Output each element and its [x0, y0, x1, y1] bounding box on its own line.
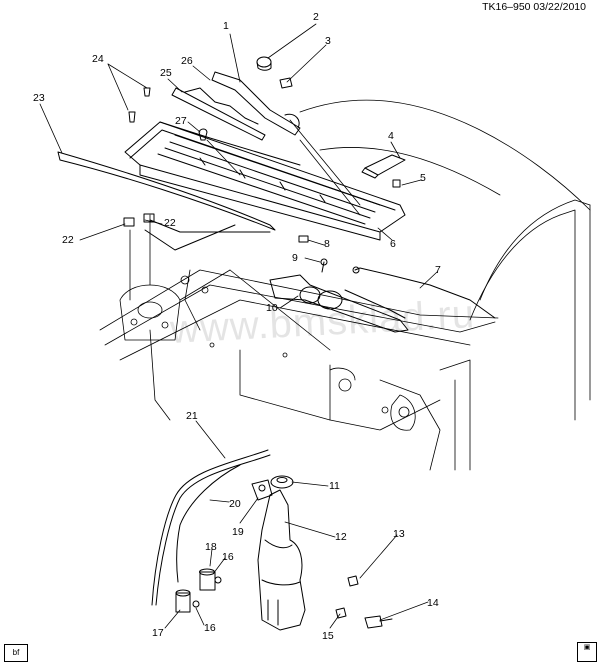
callout-17: 17	[152, 627, 164, 639]
callout-23: 23	[33, 92, 45, 104]
nut-cap-2	[256, 56, 272, 71]
callout-16-upper: 16	[222, 551, 234, 563]
callout-12: 12	[335, 531, 347, 543]
wiper-blade-25	[171, 87, 266, 141]
callout-2: 2	[313, 11, 319, 23]
callout-5: 5	[420, 172, 426, 184]
callout-11: 11	[329, 480, 340, 492]
callout-3: 3	[325, 35, 331, 47]
callout-8: 8	[324, 238, 330, 250]
washer-reservoir-12	[257, 489, 306, 631]
clip-5	[392, 179, 401, 188]
callout-6: 6	[390, 238, 396, 250]
callout-9: 9	[292, 252, 298, 264]
washer-motors	[175, 568, 222, 613]
weatherstrip-23	[57, 151, 276, 231]
callout-13: 13	[393, 528, 405, 540]
wiper-motor-linkage-10	[269, 266, 496, 333]
bracket-4	[361, 154, 406, 179]
callout-14: 14	[427, 597, 439, 609]
vehicle-body-outline	[99, 99, 591, 471]
callout-7: 7	[435, 264, 441, 276]
callout-27: 27	[175, 115, 187, 127]
callout-26: 26	[181, 55, 193, 67]
callout-1: 1	[223, 20, 229, 32]
callout-21: 21	[186, 410, 198, 422]
callout-20: 20	[229, 498, 241, 510]
corner-code-box: bf	[4, 644, 28, 662]
wiper-arm-1	[211, 71, 301, 136]
diagram-reference-code: TK16–950 03/22/2010	[482, 1, 586, 13]
callout-19: 19	[232, 526, 244, 538]
callout-25: 25	[160, 67, 172, 79]
callout-16-lower: 16	[204, 622, 216, 634]
washer-hose-21	[151, 449, 271, 606]
nut-3	[279, 77, 293, 89]
callout-10: 10	[266, 302, 278, 314]
washer-pump-19	[251, 479, 273, 501]
callout-15: 15	[322, 630, 334, 642]
callout-22-right: 22	[164, 217, 176, 229]
reservoir-cap-11	[270, 475, 294, 489]
cowl-grille-panel	[124, 121, 406, 251]
callout-24: 24	[92, 53, 104, 65]
fasteners	[123, 87, 328, 273]
bolts	[335, 575, 393, 629]
callout-4: 4	[388, 130, 394, 142]
corner-logo-icon: ▣	[577, 642, 597, 662]
callout-22-left: 22	[62, 234, 74, 246]
callout-18: 18	[205, 541, 217, 553]
